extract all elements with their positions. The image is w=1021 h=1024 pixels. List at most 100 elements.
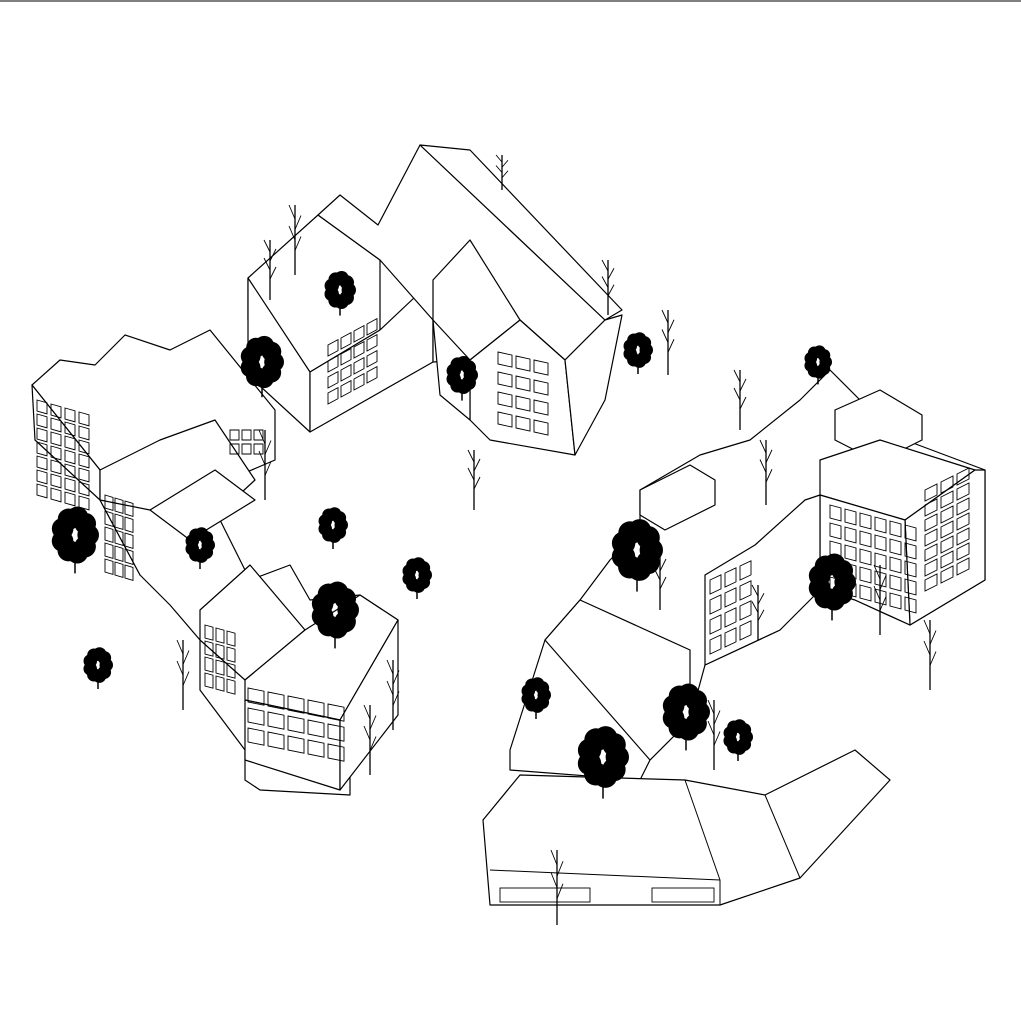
- window: [78, 425, 90, 441]
- window: [904, 596, 917, 614]
- window: [724, 587, 737, 608]
- window: [226, 678, 236, 695]
- window: [327, 703, 345, 722]
- window: [50, 445, 62, 461]
- window: [889, 556, 902, 574]
- leafy-tree: [51, 506, 99, 574]
- window: [114, 561, 124, 579]
- window: [497, 351, 513, 368]
- window: [124, 532, 134, 550]
- window: [709, 574, 722, 595]
- window: [724, 607, 737, 628]
- window: [215, 675, 225, 692]
- window: [215, 627, 225, 644]
- building-east: [509, 369, 986, 781]
- window: [307, 719, 325, 738]
- window: [64, 449, 76, 465]
- window: [904, 524, 917, 542]
- window: [924, 498, 938, 517]
- window: [874, 552, 887, 570]
- window: [889, 574, 902, 592]
- window: [267, 731, 285, 750]
- window: [724, 567, 737, 588]
- window: [940, 550, 954, 569]
- window: [78, 439, 90, 455]
- window: [50, 459, 62, 475]
- window: [940, 490, 954, 509]
- window: [287, 695, 305, 714]
- window: [353, 356, 365, 375]
- window: [940, 475, 954, 494]
- window: [78, 495, 90, 511]
- window: [327, 386, 339, 405]
- window: [50, 417, 62, 433]
- bare-tree: [363, 704, 377, 775]
- window: [739, 620, 752, 641]
- bare-tree: [467, 449, 481, 510]
- window: [247, 707, 265, 726]
- leafy-tree: [324, 271, 356, 316]
- window: [829, 504, 842, 522]
- leafy-tree: [808, 553, 856, 621]
- window: [64, 421, 76, 437]
- window: [859, 584, 872, 602]
- window: [327, 723, 345, 742]
- window: [204, 640, 214, 657]
- bare-tree: [661, 309, 675, 375]
- leafy-tree: [611, 519, 663, 592]
- leafy-tree: [185, 527, 215, 569]
- leafy-tree: [240, 335, 284, 398]
- window: [287, 735, 305, 754]
- window: [829, 522, 842, 540]
- trees-group: [51, 154, 937, 925]
- window-grid-group: [36, 317, 970, 762]
- window: [36, 469, 48, 485]
- leafy-tree: [521, 677, 551, 719]
- window: [515, 375, 531, 392]
- bare-tree: [288, 204, 302, 275]
- window: [78, 481, 90, 497]
- leafy-tree: [318, 507, 348, 549]
- window: [904, 578, 917, 596]
- window: [204, 656, 214, 673]
- window: [366, 349, 378, 368]
- window: [64, 407, 76, 423]
- window: [924, 558, 938, 577]
- window: [241, 443, 252, 455]
- window: [709, 614, 722, 635]
- leafy-tree: [446, 356, 478, 401]
- window: [340, 363, 352, 382]
- window: [104, 494, 114, 512]
- window: [327, 743, 345, 762]
- window: [247, 727, 265, 746]
- window: [515, 395, 531, 412]
- window: [859, 512, 872, 530]
- window: [50, 431, 62, 447]
- window: [533, 399, 549, 416]
- window: [924, 528, 938, 547]
- window: [956, 542, 970, 561]
- window: [353, 372, 365, 391]
- window: [515, 415, 531, 432]
- window: [844, 526, 857, 544]
- window: [889, 592, 902, 610]
- window: [739, 600, 752, 621]
- window: [267, 711, 285, 730]
- window: [287, 715, 305, 734]
- window: [739, 580, 752, 601]
- window: [327, 338, 339, 357]
- window: [226, 662, 236, 679]
- bare-tree: [733, 369, 747, 430]
- window: [204, 624, 214, 641]
- window: [50, 473, 62, 489]
- bare-tree: [176, 639, 190, 710]
- window: [956, 497, 970, 516]
- window: [124, 564, 134, 582]
- window: [924, 483, 938, 502]
- window: [844, 508, 857, 526]
- window: [940, 535, 954, 554]
- window: [104, 542, 114, 560]
- leafy-tree: [311, 581, 360, 649]
- window: [340, 331, 352, 350]
- window: [50, 403, 62, 419]
